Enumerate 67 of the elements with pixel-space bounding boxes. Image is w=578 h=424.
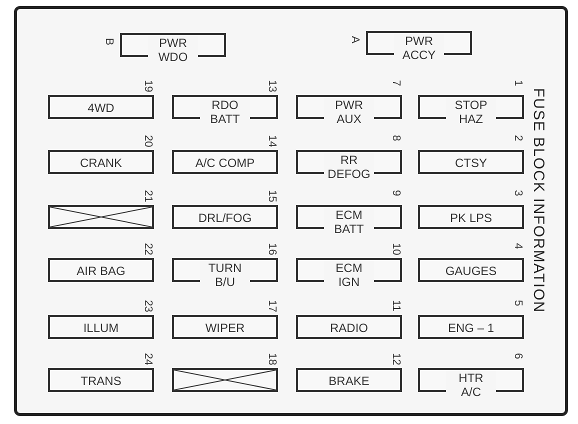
fuse-number: 6: [512, 353, 523, 360]
fuse-number: 23: [142, 300, 153, 312]
fuse-label: A/C COMP: [195, 156, 255, 170]
fuse-label: CRANK: [80, 156, 122, 170]
fuse-label: WIPER: [205, 321, 245, 335]
fuse-number: 3: [512, 190, 523, 196]
fuse-slot: [172, 150, 278, 174]
fuse-slot: [418, 258, 524, 282]
blank-fuse-slot: [172, 368, 278, 392]
blank-fuse-slot: [48, 205, 154, 229]
fuse-slot: [296, 315, 402, 339]
fuse-label: PWR AUX: [324, 98, 374, 126]
fuse-number: 16: [266, 243, 277, 256]
fuse-slot: [48, 95, 154, 119]
fuse-label: TURN B/U: [200, 261, 250, 289]
fuse-slot: [48, 150, 154, 174]
fuse-label: ENG – 1: [448, 321, 494, 335]
fuse-label: ECM BATT: [324, 208, 374, 236]
fuse-label: BRAKE: [328, 374, 370, 388]
fuse-label: ECM IGN: [324, 261, 374, 289]
fuse-number: 10: [390, 243, 401, 256]
fuse-label: PWR WDO: [148, 36, 198, 64]
fuse-slot: [48, 315, 154, 339]
fuse-label: CTSY: [454, 156, 487, 170]
fuse-number: 17: [266, 300, 277, 312]
fuse-number: 8: [390, 135, 401, 142]
fuse-slot: [296, 368, 402, 392]
fuse-slot: [418, 150, 524, 174]
fuse-number: 14: [266, 135, 277, 148]
fuse-slot: [172, 205, 278, 229]
fuse-number: 13: [266, 80, 277, 92]
fuse-slot: [418, 205, 524, 229]
fuse-label: RR DEFOG: [324, 153, 374, 181]
fuse-number: 20: [142, 135, 153, 148]
fuse-number: B: [103, 38, 114, 46]
fuse-slot: [418, 315, 524, 339]
fuse-slot: [172, 315, 278, 339]
fuse-number: A: [349, 36, 360, 44]
fuse-label: HTR A/C: [446, 371, 496, 399]
fuse-number: 19: [142, 80, 153, 92]
fuse-number: 7: [390, 80, 401, 86]
fuse-label: PWR ACCY: [394, 34, 444, 62]
fuse-number: 4: [512, 243, 523, 250]
fuse-number: 15: [266, 190, 277, 202]
fuse-label: ILLUM: [83, 321, 119, 335]
fuse-label: PK LPS: [450, 211, 492, 225]
fuse-label: 4WD: [88, 101, 114, 115]
fuse-label: STOP HAZ: [446, 98, 496, 126]
fuse-slot: [48, 258, 154, 282]
panel-title: FUSE BLOCK INFORMATION: [530, 88, 547, 314]
fuse-number: 22: [142, 243, 153, 256]
fuse-number: 9: [390, 190, 401, 196]
fuse-label: RADIO: [330, 321, 368, 335]
fuse-label: TRANS: [80, 374, 122, 388]
fuse-number: 2: [512, 135, 523, 142]
fuse-number: 24: [142, 353, 153, 366]
fuse-number: 18: [266, 353, 277, 366]
fuse-number: 1: [512, 80, 523, 86]
fuse-label: DRL/FOG: [198, 211, 252, 225]
fuse-number: 12: [390, 353, 401, 366]
fuse-label: AIR BAG: [76, 264, 126, 278]
fuse-number: 21: [142, 190, 153, 202]
fuse-label: GAUGES: [445, 264, 497, 278]
fuse-label: RDO BATT: [200, 98, 250, 126]
fuse-number: 11: [390, 300, 401, 312]
fuse-slot: [48, 368, 154, 392]
fuse-number: 5: [512, 300, 523, 306]
